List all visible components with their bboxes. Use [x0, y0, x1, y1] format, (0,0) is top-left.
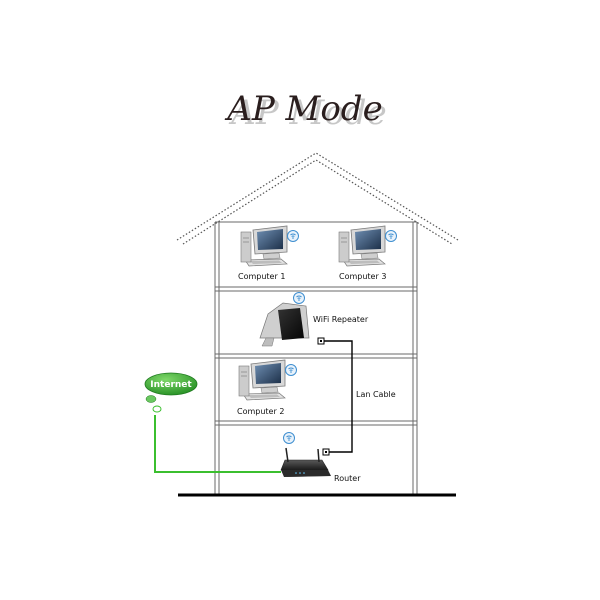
lan-cable-label: Lan Cable — [356, 390, 396, 399]
wifi-repeater-label: WiFi Repeater — [313, 315, 369, 324]
internet-label: Internet — [150, 380, 192, 390]
wifi-badge-computer-3-icon — [385, 230, 397, 242]
roof — [176, 152, 459, 245]
computer-1-label: Computer 1 — [238, 272, 285, 281]
wifi-badge-repeater-icon — [293, 292, 305, 304]
computer-2-icon — [238, 359, 286, 401]
title-shadow: AP Mode — [228, 93, 386, 133]
internet-bubble: Internet — [144, 372, 198, 413]
router-label: Router — [334, 474, 361, 483]
title: AP Mode — [224, 89, 382, 129]
wifi-badge-computer-2-icon — [285, 364, 297, 376]
wifi-repeater-icon — [259, 302, 310, 347]
computer-2-label: Computer 2 — [237, 407, 284, 416]
house-structure — [214, 221, 418, 495]
router-icon — [280, 447, 331, 477]
computer-3-icon — [338, 225, 386, 267]
internet-link — [154, 415, 281, 473]
computer-1-icon — [240, 225, 288, 267]
computer-3-label: Computer 3 — [339, 272, 386, 281]
wifi-badge-computer-1-icon — [287, 230, 299, 242]
lan-cable — [317, 337, 353, 456]
wifi-badge-router-icon — [283, 432, 295, 444]
